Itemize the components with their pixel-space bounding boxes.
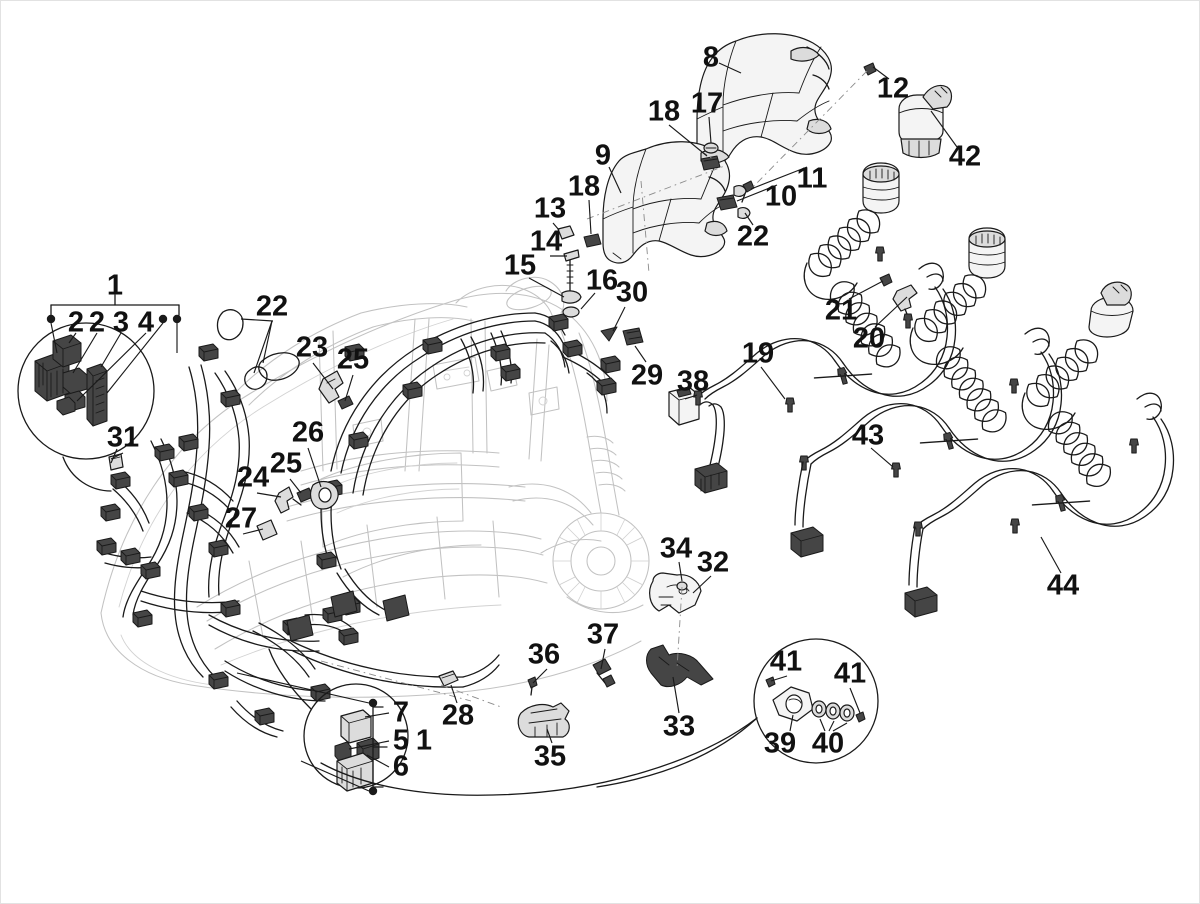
callout-24: 24: [236, 461, 270, 494]
clips-and-brackets-left: [108, 309, 354, 541]
callout-31: 31: [106, 421, 140, 454]
callout-30: 30: [615, 276, 649, 309]
callout-1-top: 1: [106, 269, 124, 302]
callout-39: 39: [763, 727, 797, 760]
callout-12: 12: [876, 72, 910, 105]
detail-circle-relays: [236, 648, 409, 796]
callout-38: 38: [676, 365, 710, 398]
callout-leader-lines: [110, 62, 1062, 744]
callout-6: 6: [392, 750, 410, 783]
coiled-cable-assembly-b: [790, 227, 1063, 558]
callout-7: 7: [392, 696, 410, 729]
callout-2a: 2: [67, 306, 85, 339]
callout-25a: 25: [336, 343, 370, 376]
callout-41a: 41: [769, 645, 803, 678]
callout-5: 5: [392, 724, 410, 757]
parts-13-16-fasteners: [557, 225, 644, 346]
callout-18b: 18: [647, 95, 681, 128]
callout-27: 27: [224, 502, 258, 535]
callout-40: 40: [811, 727, 845, 760]
arch-cover-hardware: [583, 62, 953, 248]
callout-43: 43: [851, 419, 885, 452]
callout-26: 26: [291, 416, 325, 449]
part-8-wheel-arch-cover: [696, 33, 832, 166]
callout-37: 37: [586, 618, 620, 651]
callout-21: 21: [824, 294, 858, 327]
callout-10: 10: [764, 180, 798, 213]
callout-36: 36: [527, 638, 561, 671]
callout-9: 9: [594, 139, 612, 172]
scooter-frame-ghost: [100, 276, 650, 698]
callout-14: 14: [529, 225, 563, 258]
callout-20: 20: [852, 322, 886, 355]
callout-32: 32: [696, 546, 730, 579]
callout-22a: 22: [255, 290, 289, 323]
callout-33: 33: [662, 710, 696, 743]
part-9-wheel-arch-cover: [602, 141, 731, 264]
callout-35: 35: [533, 740, 567, 773]
callout-8: 8: [702, 41, 720, 74]
callout-28: 28: [441, 699, 475, 732]
callout-2b: 2: [88, 306, 106, 339]
callout-44: 44: [1046, 569, 1080, 602]
callout-11: 11: [796, 162, 828, 195]
callout-34: 34: [659, 532, 693, 565]
callout-1-bottom: 1: [415, 724, 433, 757]
callout-23: 23: [295, 331, 329, 364]
callout-17: 17: [690, 87, 724, 120]
callout-25b: 25: [269, 447, 303, 480]
callout-3: 3: [112, 306, 130, 339]
callout-19: 19: [741, 337, 775, 370]
callout-29: 29: [630, 359, 664, 392]
callout-41b: 41: [833, 657, 867, 690]
callout-16: 16: [585, 264, 619, 297]
callout-42: 42: [948, 140, 982, 173]
coiled-cable-assembly-c: [904, 281, 1175, 618]
detail-circle-fusebox: [17, 294, 182, 492]
lower-brackets-sensors: [438, 386, 728, 738]
callout-4: 4: [137, 306, 155, 339]
callout-18a: 18: [567, 170, 601, 203]
callout-15: 15: [503, 249, 537, 282]
callout-22b: 22: [736, 220, 770, 253]
main-wiring-harness: [96, 312, 621, 738]
callout-13: 13: [533, 192, 567, 225]
detail-circle-grommet-washers: [320, 638, 879, 796]
